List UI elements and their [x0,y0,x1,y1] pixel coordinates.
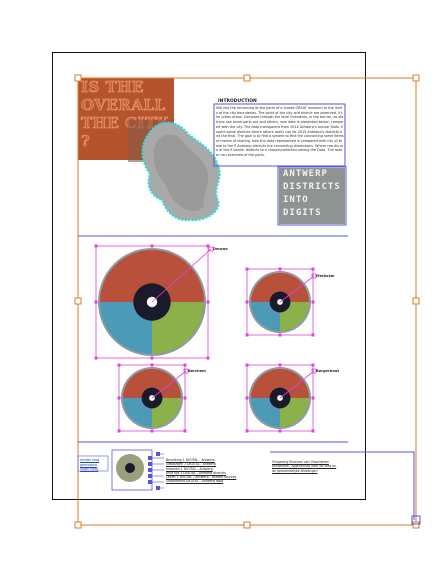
pie-handle [311,333,315,337]
pie-handle [206,356,210,360]
pie-slice-red [100,250,204,302]
pie-handle [94,356,98,360]
legend-left-item: gemiddeld [80,462,97,467]
pie-label-anchor [311,273,317,279]
legend-right-item: Omgeving Bronnen van Vlaanderen [272,460,329,464]
legend-thumb-handle [148,480,152,484]
pie-handle [94,244,98,248]
title-line-4: ? [81,132,91,151]
selection-bounding-box[interactable] [74,74,420,529]
districts-line-2: DISTRICTS [283,182,341,192]
legend-left[interactable]: minder laag gemiddeld hoger hoog [80,458,99,472]
pie-handle [311,396,315,400]
pie-handle [206,300,210,304]
pie-handle [311,300,315,304]
chart-group[interactable] [77,244,317,491]
pie-slice-red [251,369,309,398]
chart-label-3: Berchem [188,369,206,373]
corner-handle[interactable] [411,515,421,525]
legend-thumb-center [125,463,135,473]
selection-handle[interactable] [412,74,420,82]
intro-text-frame[interactable] [213,103,346,167]
legend-thumb-handle [148,462,152,466]
chart-label-1: Deurne [213,247,228,251]
legend-middle-item: Bevolking 1 DIGITAL - Antwerp [166,458,215,462]
legend-middle-item: Gezondheid DIGITAL - Antwerp data [166,479,224,484]
legend-thumb-handle [148,456,152,460]
pie-handle [245,300,249,304]
pie-handle [150,356,154,360]
selection-handle[interactable] [412,297,420,305]
legend-right-item: Antwerpen, Agentschap voor de stad en [272,464,337,469]
pie-handle [278,267,282,271]
intro-body-text[interactable]: Still like the remaining at the parts of… [216,106,344,158]
pie-handle [150,363,154,367]
legend-left-item: hoger hoog [80,467,99,471]
intro-heading[interactable]: INTRODUCTION [218,99,257,104]
districts-frame[interactable] [277,166,347,226]
pie-handle [245,333,249,337]
pie-handle [117,429,121,433]
pie-handle [150,244,154,248]
selection-handle[interactable] [74,74,82,82]
districts-line-1: ANTWERP [283,169,328,179]
selection-handle[interactable] [243,521,251,529]
legend-thumb-handle [156,452,160,456]
pie-handle [245,363,249,367]
selection-handle[interactable] [74,297,82,305]
districts-line-4: DIGITS [283,208,322,218]
pie-label-anchor [208,246,214,252]
legend-middle-item: Vrije tijd 1 DIGITAL - Antwerp districts [166,470,227,475]
pie-handle [311,267,315,271]
legend-thumb-handle [148,474,152,478]
pie-leader-line [151,370,187,399]
selection-handle[interactable] [412,521,420,529]
pie-handle [311,363,315,367]
pie-handle [245,267,249,271]
legend-thumb-handle [156,486,160,490]
legend-left-frame [77,455,109,472]
legend-middle-item: Gebouwen 1 DIGITAL - Antwerp [166,462,217,467]
map-shape-inner [153,134,209,212]
title-line-2: OVERALL [81,96,166,115]
pie-leader-line [279,275,315,303]
districts-line-3: INTO [283,195,309,205]
legend-right[interactable]: Omgeving Bronnen van Vlaanderen Antwerpe… [272,460,336,473]
pie-leader-line [151,248,212,303]
legend-middle-item: Inkomen 1 DIGITAL - Antwerp [166,466,213,471]
pie-handle [278,333,282,337]
legend-frame[interactable] [270,451,415,520]
title-block[interactable]: IS THE OVERALL THE CITY ? [78,78,174,160]
pie-handle [117,396,121,400]
pie-handle [183,396,187,400]
selection-handle[interactable] [74,521,82,529]
pie-handle [245,429,249,433]
pie-handle [117,363,121,367]
legend-middle[interactable]: Bevolking 1 DIGITAL - Antwerp Gebouwen 1… [166,458,236,484]
pie-handle [183,429,187,433]
legend-middle-item: Leven 1 DIGITAL - Antwerp - related sour… [166,475,237,480]
title-line-1: IS THE [81,78,144,96]
pie-handle [150,429,154,433]
pie-label-anchor [311,368,317,374]
legend-left-item: minder laag [80,458,100,462]
chart-label-2: Merksem [316,274,335,278]
chart-label-4: Borgerhout [316,369,340,373]
pie-handle [278,429,282,433]
pie-handle [206,244,210,248]
legend-thumb-handle [148,468,152,472]
districts-text-box[interactable]: ANTWERP DISTRICTS INTO DIGITS [279,168,345,224]
pie-slice-red [123,369,181,398]
pie-label-anchor [183,368,189,374]
pie-handle [245,396,249,400]
pie-handle [183,363,187,367]
selection-handle[interactable] [243,74,251,82]
pie-leader-line [279,370,315,399]
pie-handle [94,300,98,304]
legend-right-item: de gemeentelijke afdelingen [272,468,318,473]
pie-handle [278,363,282,367]
pie-handle [311,429,315,433]
pie-slice-red [251,273,309,302]
